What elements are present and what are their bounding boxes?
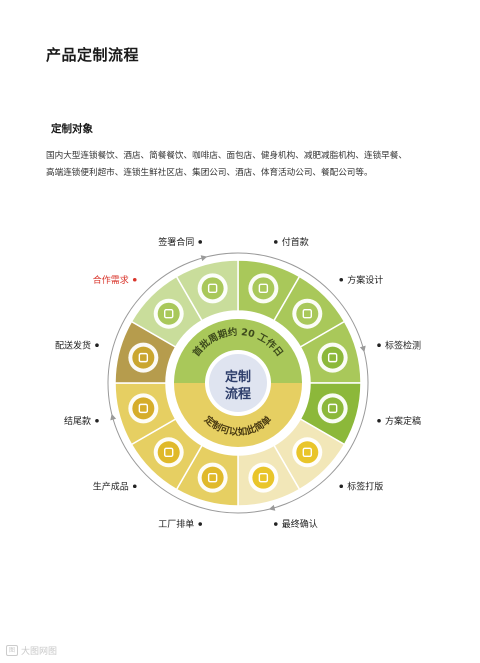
step-label: 方案设计: [347, 274, 383, 286]
watermark-text: 大图网图: [21, 647, 58, 657]
step-label: 最终确认: [282, 518, 318, 530]
ring-layer: [107, 252, 369, 514]
document-icon: [153, 298, 184, 329]
description-line: 高端连锁便利超市、连锁生鲜社区店、集团公司、酒店、体育活动公司、餐配公司等。: [46, 168, 373, 178]
stamp-icon: [197, 273, 228, 304]
wallet-icon: [128, 393, 159, 424]
cycle-arrowhead: [359, 345, 366, 353]
clipboard-icon: [248, 462, 279, 493]
center-title-line1: 定制: [224, 369, 251, 385]
label-bullet: [132, 277, 137, 282]
watermark: 图 大图网图: [6, 644, 57, 657]
label-bullet: [377, 343, 381, 348]
step-label: 签署合同: [158, 236, 194, 248]
label-bullet: [95, 418, 99, 423]
factory-icon: [197, 462, 228, 493]
center-title-line2: 流程: [225, 386, 251, 402]
star-badge-icon: [317, 393, 348, 424]
label-bullet: [198, 522, 203, 526]
step-label: 生产成品: [93, 480, 129, 492]
label-bullet: [132, 484, 137, 489]
center-circle: [209, 354, 267, 412]
step-label: 标签打版: [347, 480, 383, 492]
cycle-arrowhead: [110, 413, 117, 421]
section-title: 定制对象: [51, 123, 93, 135]
outer-cycle-line: [107, 252, 369, 514]
label-bullet: [273, 522, 278, 526]
cycle-arrowhead: [268, 504, 276, 511]
cycle-arrowhead: [200, 255, 208, 262]
label-bullet: [339, 277, 344, 282]
design-doc-icon: [292, 298, 323, 329]
label-bullet: [273, 240, 278, 244]
step-label: 配送发货: [55, 339, 91, 351]
label-bullet: [377, 418, 381, 423]
leaf-icon: [317, 342, 348, 373]
step-label: 方案定稿: [385, 415, 421, 427]
step-label: 工厂排单: [158, 518, 194, 530]
truck-icon: [128, 342, 159, 373]
label-bullet: [198, 240, 203, 244]
label-bullet: [339, 484, 344, 489]
step-label: 付首款: [282, 236, 309, 248]
step-label: 结尾款: [64, 415, 91, 427]
watermark-logo-icon: 图: [6, 645, 18, 656]
step-label: 合作需求: [93, 274, 129, 286]
description: 国内大型连锁餐饮、酒店、简餐餐饮、咖啡店、面包店、健身机构、减肥减脂机构、连锁早…: [46, 148, 446, 182]
money-bag-icon: [248, 273, 279, 304]
step-label: 标签检测: [385, 339, 421, 351]
page-title: 产品定制流程: [46, 46, 140, 64]
label-bullet: [95, 343, 99, 348]
gear-icon: [153, 437, 184, 468]
description-line: 国内大型连锁餐饮、酒店、简餐餐饮、咖啡店、面包店、健身机构、减肥减脂机构、连锁早…: [46, 151, 407, 161]
tag-icon: [292, 437, 323, 468]
